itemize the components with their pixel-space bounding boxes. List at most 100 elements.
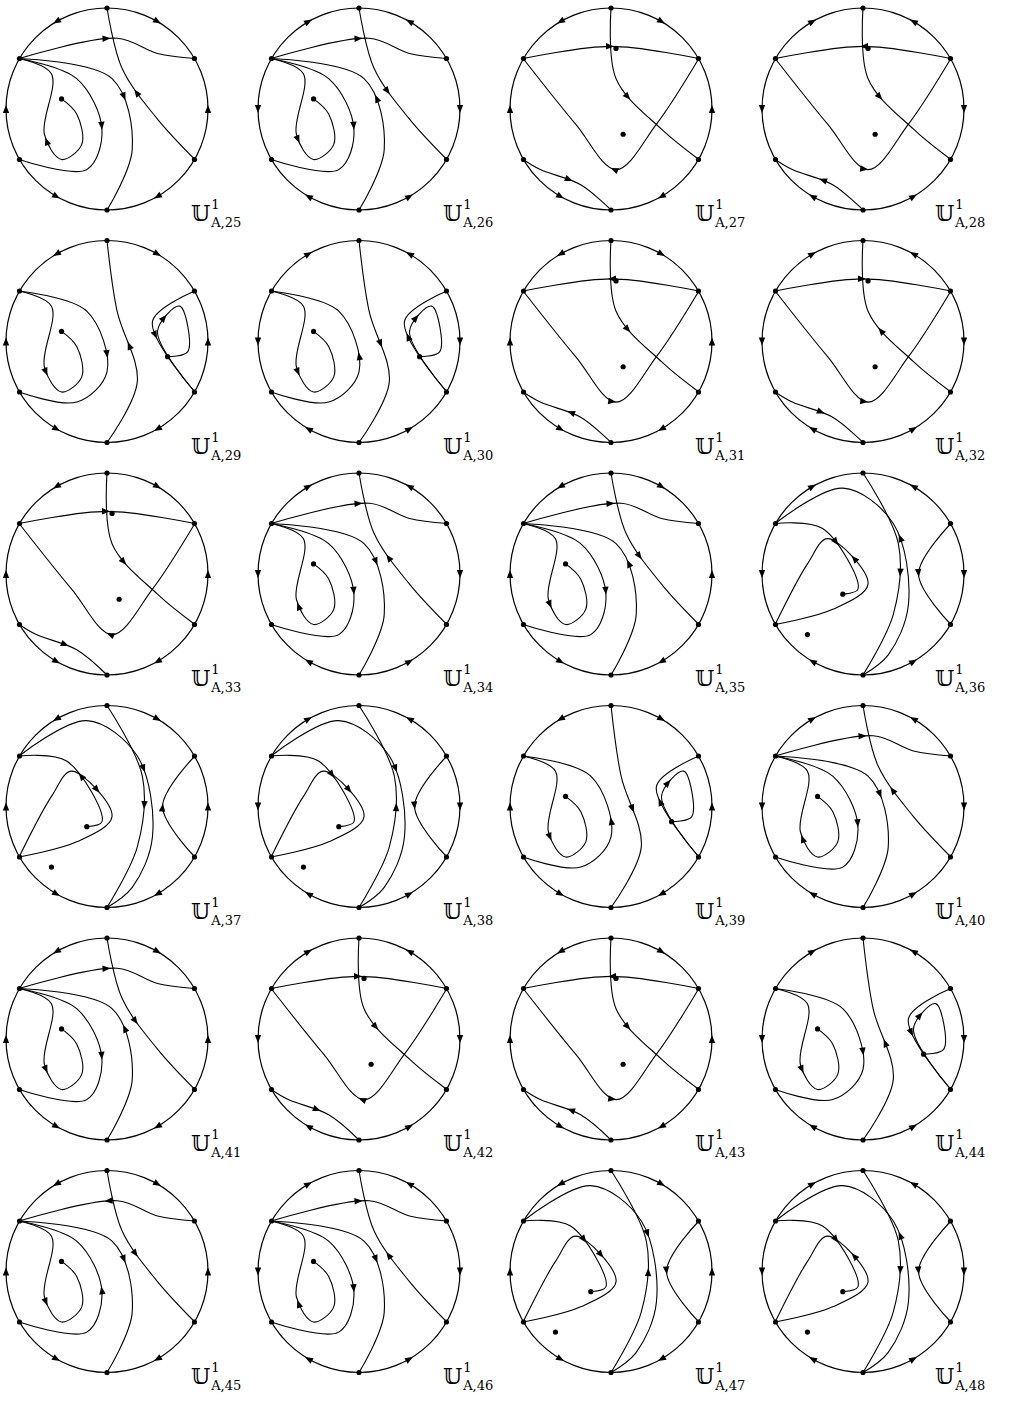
infinite-singular-point: [104, 1370, 109, 1375]
poincare-disk: [762, 938, 964, 1140]
phase-portrait: [255, 935, 463, 1142]
arrow-head: [312, 1105, 321, 1111]
subscript: A,46: [463, 1379, 493, 1392]
arrow-head: [876, 789, 882, 798]
arrow-head: [357, 352, 363, 360]
separatrix: [19, 1221, 132, 1373]
arrow-head: [709, 1268, 715, 1276]
arrow-head: [159, 315, 167, 323]
subscript: A,31: [715, 449, 745, 462]
arrow-head: [507, 570, 513, 578]
portrait-name: 𝕌: [191, 1366, 210, 1388]
arrow-head: [372, 557, 378, 566]
arrow-head: [606, 501, 614, 507]
finite-singular-point: [165, 354, 170, 359]
separatrix: [107, 8, 195, 160]
infinite-singular-point: [860, 238, 865, 243]
arrow-head: [154, 192, 163, 199]
subscript: A,28: [955, 216, 985, 229]
superscript: 1: [463, 1128, 471, 1141]
arrow-head: [507, 105, 513, 113]
phase-portrait: [3, 238, 211, 445]
finite-singular-point: [311, 561, 316, 566]
separatrix: [908, 989, 951, 1090]
separatrix: [19, 38, 195, 58]
infinite-singular-point: [860, 440, 865, 445]
arrow-head: [656, 17, 665, 24]
arrow-head: [123, 1025, 129, 1034]
separatrix: [19, 291, 83, 392]
separatrix: [775, 59, 951, 170]
infinite-singular-point: [696, 56, 701, 61]
separatrix: [19, 625, 107, 676]
finite-singular-point: [361, 976, 366, 981]
finite-singular-point: [84, 824, 89, 829]
arrow-head: [910, 485, 919, 492]
infinite-singular-point: [356, 440, 361, 445]
superscript: 1: [715, 431, 723, 444]
finite-singular-point: [49, 865, 54, 870]
infinite-singular-point: [773, 288, 778, 293]
arrow-head: [350, 587, 356, 595]
infinite-singular-point: [773, 854, 778, 859]
portrait-name: 𝕌: [935, 901, 954, 923]
portrait-name: 𝕌: [443, 1366, 462, 1388]
phase-portrait: [3, 5, 211, 212]
arrow-head: [152, 17, 161, 24]
superscript: 1: [955, 1128, 963, 1141]
arrow-head: [406, 717, 415, 724]
subscript: A,25: [211, 216, 241, 229]
separatrix: [19, 1201, 195, 1221]
arrow-head: [305, 194, 314, 201]
separatrix: [775, 1220, 858, 1291]
portrait-name: 𝕌: [695, 1133, 714, 1155]
infinite-singular-point: [269, 1087, 274, 1092]
arrow-head: [961, 570, 967, 578]
infinite-singular-point: [773, 1319, 778, 1324]
infinite-singular-point: [444, 157, 449, 162]
infinite-singular-point: [269, 389, 274, 394]
arrow-head: [255, 1268, 261, 1276]
separatrix: [656, 756, 699, 857]
phase-portrait: [507, 238, 715, 445]
infinite-singular-point: [192, 1218, 197, 1223]
arrow-head: [152, 482, 161, 489]
superscript: 1: [463, 896, 471, 909]
arrow-head: [305, 427, 314, 434]
portrait-name: 𝕌: [695, 901, 714, 923]
arrow-head: [860, 165, 868, 171]
separatrix: [19, 989, 102, 1102]
superscript: 1: [955, 663, 963, 676]
finite-singular-point: [336, 824, 341, 829]
infinite-singular-point: [104, 238, 109, 243]
arrow-head: [386, 554, 393, 562]
infinite-singular-point: [521, 157, 526, 162]
separatrix: [271, 59, 354, 172]
poincare-disk: [6, 1171, 208, 1373]
arrow-head: [907, 1028, 913, 1037]
arrow-head: [961, 105, 967, 113]
infinite-singular-point: [521, 1218, 526, 1223]
poincare-disk: [258, 1171, 460, 1373]
arrow-head: [305, 1357, 314, 1364]
phase-portrait: [255, 470, 463, 677]
infinite-singular-point: [356, 703, 361, 708]
portrait-name: 𝕌: [191, 668, 210, 690]
arrow-head: [908, 892, 917, 899]
infinite-singular-point: [192, 521, 197, 526]
arrow-head: [411, 801, 417, 809]
separatrix: [523, 1186, 657, 1373]
separatrix: [415, 756, 447, 857]
arrow-head: [910, 950, 919, 957]
separatrix: [19, 59, 83, 160]
infinite-singular-point: [948, 622, 953, 627]
infinite-singular-point: [773, 622, 778, 627]
arrow-head: [152, 1179, 161, 1186]
separatrix: [775, 989, 839, 1090]
arrow-head: [457, 105, 463, 113]
portrait-name: 𝕌: [935, 1133, 954, 1155]
arrow-head: [106, 633, 115, 639]
arrow-head: [154, 1122, 163, 1129]
superscript: 1: [211, 431, 219, 444]
separatrix: [775, 291, 951, 402]
